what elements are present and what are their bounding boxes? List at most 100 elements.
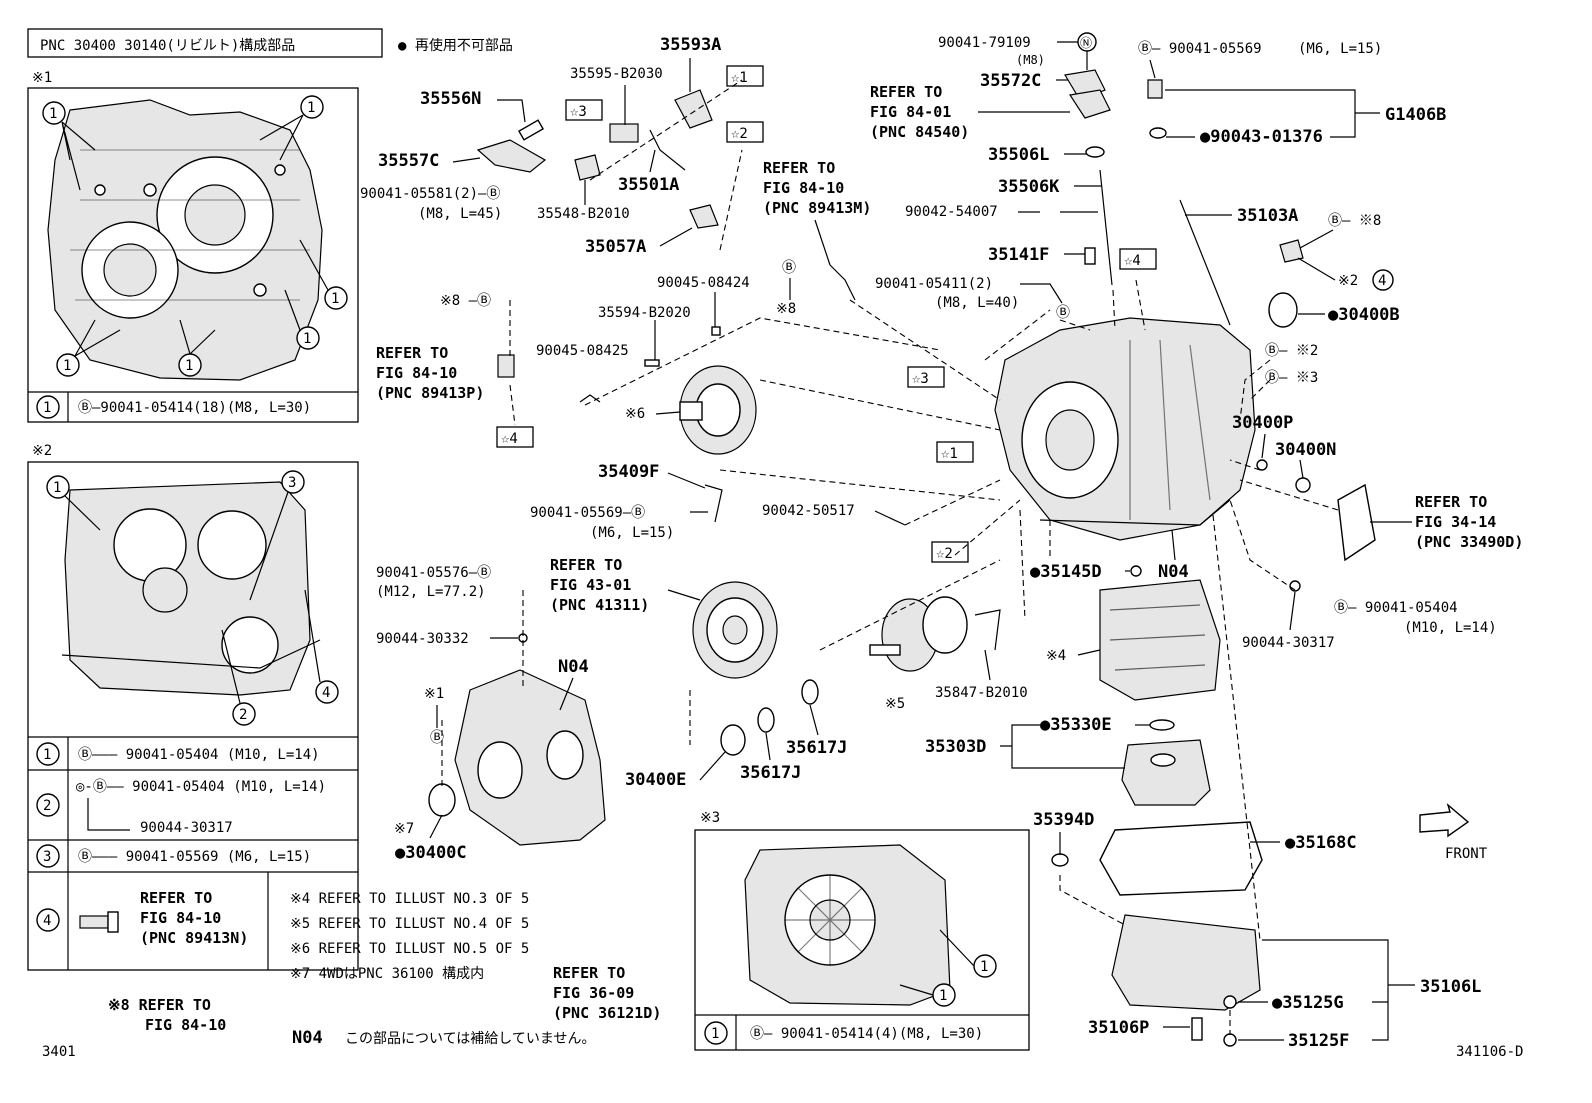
page-number: 3401 — [42, 1044, 76, 1060]
front-arrow-icon — [1419, 802, 1470, 838]
label-35595: 35595-B2030 — [570, 66, 663, 82]
inset3-row-spec: Ⓑ— 90041-05414(4)(M8, L=30) — [750, 1026, 983, 1042]
b11-mark: Ⓑ — [1056, 305, 1070, 321]
oil-pan-gasket — [1099, 821, 1263, 896]
label-35141f: 35141F — [988, 245, 1049, 265]
label-90044-30332: 90044-30332 — [376, 631, 469, 647]
inset1-mark: ※1 — [32, 70, 52, 86]
inset2-row2-spec: ◎-Ⓑ—— 90041-05404 (M10, L=14) — [76, 779, 326, 795]
ref8401-line1: REFER TO — [870, 83, 942, 101]
b-x8-label: Ⓑ— ※8 — [1328, 213, 1381, 229]
inset2-frame — [27, 461, 359, 971]
label-35057a: 35057A — [585, 237, 646, 257]
label-90041-05581-sub: (M8, L=45) — [418, 206, 502, 222]
label-35593a: 35593A — [660, 35, 721, 55]
figure-code: 341106-D — [1456, 1044, 1523, 1060]
x6-label: ※6 — [625, 406, 645, 422]
inset1-row-num: 1 — [43, 400, 51, 416]
svg-text:1: 1 — [49, 106, 57, 122]
inset2-row1-spec: Ⓑ——— 90041-05404 (M10, L=14) — [78, 747, 320, 763]
label-90041-05576-sub: (M12, L=77.2) — [376, 584, 486, 600]
star4-label-center: ☆4 — [1124, 253, 1141, 269]
oil-strainer — [1121, 739, 1211, 806]
label-35409f: 35409F — [598, 462, 659, 482]
label-90042-54007: 90042-54007 — [905, 204, 998, 220]
valve-body — [1099, 579, 1221, 701]
ring-35617j-a — [757, 707, 775, 733]
note8-line2: FIG 84-10 — [145, 1016, 226, 1034]
pin-35556n — [518, 119, 544, 141]
label-90045-08425: 90045-08425 — [536, 343, 629, 359]
ref8401-line2: FIG 84-01 — [870, 103, 951, 121]
svg-text:4: 4 — [322, 685, 330, 701]
inset2-row4-ref-1: REFER TO — [140, 889, 212, 907]
label-30400p: 30400P — [1232, 413, 1293, 433]
x7-label: ※7 — [394, 821, 414, 837]
dipstick-35103a — [1179, 199, 1231, 326]
non-reusable-legend: ● 再使用不可部品 — [398, 37, 513, 54]
oil-seal-30400b — [1268, 292, 1298, 328]
inset1-housing-drawing — [47, 99, 323, 381]
inset1-frame — [27, 87, 359, 423]
star3-label-center: ☆3 — [912, 371, 929, 387]
ref4301-line1: REFER TO — [550, 556, 622, 574]
svg-text:3: 3 — [288, 475, 296, 491]
label-90041-05581: 90041-05581(2)—Ⓑ — [360, 186, 500, 202]
label-35106p: 35106P — [1088, 1018, 1149, 1038]
svg-text:1: 1 — [53, 480, 61, 496]
gasket-30400p — [1256, 459, 1268, 471]
inset3-callout-a: 1 — [980, 959, 988, 975]
svg-text:1: 1 — [307, 100, 315, 116]
note-x4: ※4 REFER TO ILLUST NO.3 OF 5 — [290, 891, 529, 907]
lever-35557c — [476, 139, 547, 173]
spring-35847 — [974, 609, 1001, 651]
plug-35125f — [1223, 1033, 1237, 1047]
bolt-35106p — [1191, 1017, 1203, 1041]
label-35847: 35847-B2010 — [935, 685, 1028, 701]
plate-35548 — [574, 154, 601, 181]
label-35501a: 35501A — [618, 175, 679, 195]
plug-x8 — [1279, 239, 1304, 263]
label-35572c: 35572C — [980, 71, 1041, 91]
ref4301-line2: FIG 43-01 — [550, 576, 631, 594]
clamp-35057a — [689, 204, 719, 229]
ref3609-line2: FIG 36-09 — [553, 984, 634, 1002]
label-30400b: ●30400B — [1328, 305, 1400, 325]
label-35106l: 35106L — [1420, 977, 1481, 997]
oil-pan — [1111, 914, 1261, 1011]
n04-note-text: この部品については補給していません。 — [345, 1031, 595, 1047]
label-90041-05411-sub: (M8, L=40) — [935, 295, 1019, 311]
ref8410p-line2: FIG 84-10 — [376, 364, 457, 382]
label-35548: 35548-B2010 — [537, 206, 630, 222]
label-35594: 35594-B2020 — [598, 305, 691, 321]
label-35506k: 35506K — [998, 177, 1060, 197]
inset2-row2-num: 2 — [43, 798, 51, 814]
transaxle-case — [994, 317, 1256, 541]
label-90041-05569a: 90041-05569—Ⓑ — [530, 505, 645, 521]
label-30400c: ●30400C — [395, 843, 467, 863]
n-mark: Ⓝ — [1080, 36, 1092, 50]
o-ring-90043-01376 — [1149, 127, 1167, 139]
svg-text:1: 1 — [331, 291, 339, 307]
inset2-row1-num: 1 — [43, 747, 51, 763]
label-90041-05569a-sub: (M6, L=15) — [590, 525, 674, 541]
star1-label-center: ☆1 — [941, 446, 958, 462]
cover-33490d — [1337, 483, 1376, 562]
b-x2-label: Ⓑ— ※2 — [1265, 343, 1318, 359]
pin-90045-08425 — [644, 359, 660, 367]
label-90041-05576: 90041-05576—Ⓑ — [376, 565, 491, 581]
note8-line1: ※8 REFER TO — [108, 996, 211, 1014]
dashed-guide-lines — [441, 79, 1339, 1035]
transaxle-housing — [454, 669, 606, 846]
oil-seal-30400e — [720, 724, 746, 756]
ref8410m-line1: REFER TO — [763, 159, 835, 177]
ref8410m-line3: (PNC 89413M) — [763, 199, 871, 217]
differential-gear — [692, 581, 778, 679]
svg-text:1: 1 — [303, 331, 311, 347]
star2-label-top: ☆2 — [731, 126, 748, 142]
sensor-89413p — [497, 354, 515, 378]
lever-84540 — [1068, 89, 1111, 119]
label-35556n: 35556N — [420, 89, 481, 109]
star3-label-top: ☆3 — [570, 104, 587, 120]
ref8410p-line3: (PNC 89413P) — [376, 384, 484, 402]
